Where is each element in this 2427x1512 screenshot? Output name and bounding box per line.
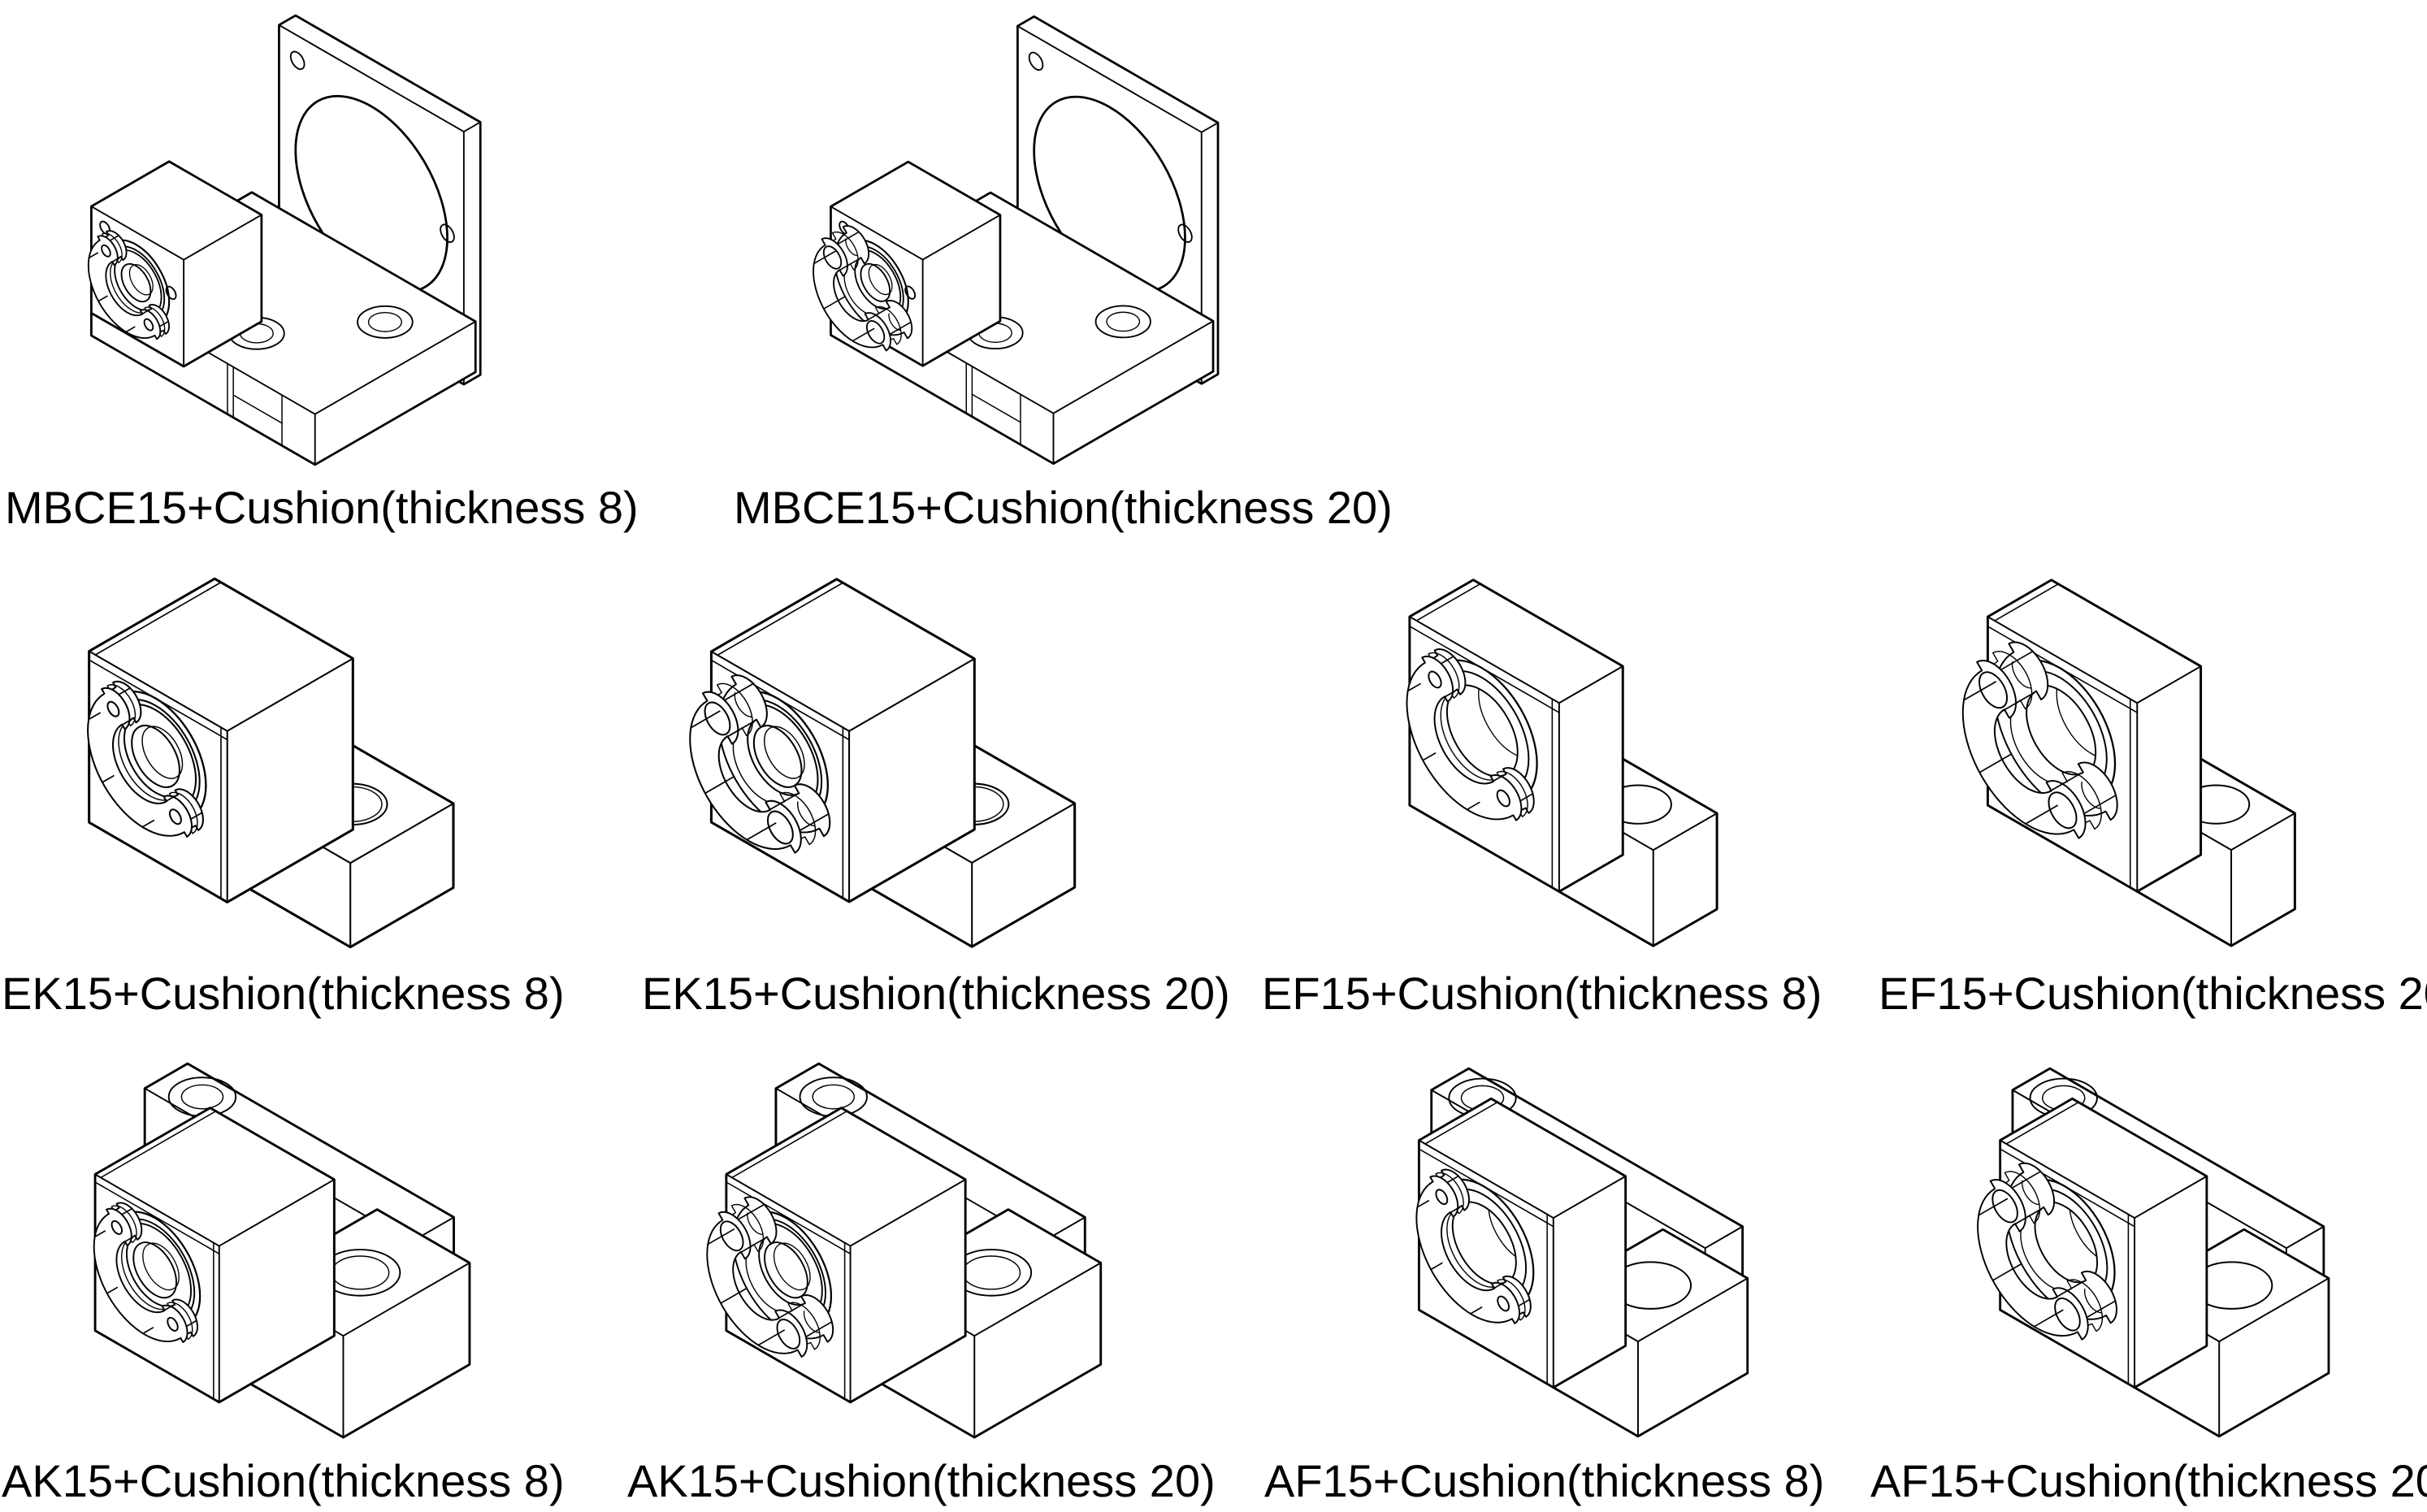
figure-label-af15-cushion-20: AF15+Cushion(thickness 20) [1870,1455,2427,1506]
ek15-cushion-20-isometric-drawing [689,578,1077,948]
ak15-cushion-20-isometric-drawing [706,1062,1103,1439]
part-drawing-ak15-cushion-8 [49,1053,512,1448]
mbce15-cushion-20-isometric-drawing [813,15,1220,466]
ak15-cushion-8-isometric-drawing [93,1062,471,1439]
figure-label-mbce15-cushion-20: MBCE15+Cushion(thickness 20) [734,482,1393,533]
part-drawing-af15-cushion-20 [1946,1053,2360,1448]
ek15-cushion-8-isometric-drawing [87,577,455,949]
af15-cushion-8-isometric-drawing [1415,1067,1749,1438]
ef15-cushion-20-isometric-drawing [1961,578,2296,947]
figure-label-ef15-cushion-8: EF15+Cushion(thickness 8) [1262,968,1822,1019]
part-drawing-ek15-cushion-20 [678,567,1086,959]
part-drawing-af15-cushion-8 [1373,1053,1788,1448]
figure-label-ef15-cushion-20: EF15+Cushion(thickness 20) [1879,968,2427,1019]
figure-label-ak15-cushion-8: AK15+Cushion(thickness 8) [2,1455,565,1506]
part-drawing-ef15-cushion-8 [1381,567,1739,959]
part-drawing-mbce15-cushion-8 [73,6,496,474]
figure-label-mbce15-cushion-8: MBCE15+Cushion(thickness 8) [5,482,639,533]
part-drawing-mbce15-cushion-20 [804,6,1227,474]
part-drawing-ef15-cushion-20 [1950,567,2308,959]
mbce15-cushion-8-isometric-drawing [87,14,482,466]
figure-label-af15-cushion-8: AF15+Cushion(thickness 8) [1264,1455,1825,1506]
part-drawing-ak15-cushion-20 [670,1053,1138,1448]
figure-label-ek15-cushion-20: EK15+Cushion(thickness 20) [642,968,1230,1019]
part-drawing-ek15-cushion-8 [65,567,473,959]
figure-label-ak15-cushion-20: AK15+Cushion(thickness 20) [627,1455,1216,1506]
ef15-cushion-8-isometric-drawing [1406,578,1718,947]
figure-label-ek15-cushion-8: EK15+Cushion(thickness 8) [2,968,565,1019]
af15-cushion-20-isometric-drawing [1977,1067,2330,1438]
